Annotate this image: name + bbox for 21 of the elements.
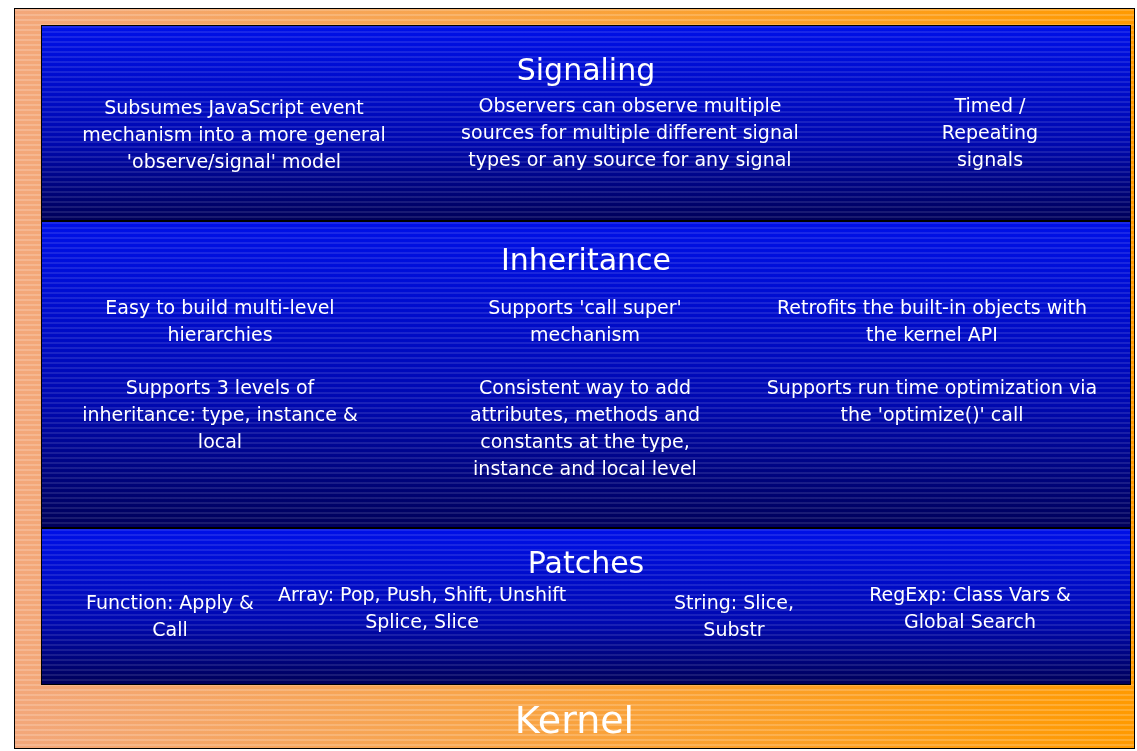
layer-heading: Patches [527, 545, 645, 581]
kernel-panel [14, 8, 1135, 749]
layer-panel [41, 528, 1131, 685]
feature-text: Supports 'call super' mechanism [487, 295, 683, 347]
panel-title: Kernel [514, 698, 635, 742]
layer-panel [41, 221, 1131, 528]
feature-text: Retrofits the built-in objects with the kernel API [775, 295, 1089, 347]
feature-text: Array: Pop, Push, Shift, Unshift Splice, Slice [276, 582, 568, 634]
feature-text: Consistent way to add attributes, methods and constants at the type, instance and local level [469, 375, 701, 481]
layer-heading: Inheritance [500, 242, 672, 278]
feature-text: RegExp: Class Vars & Global Search [868, 582, 1072, 634]
feature-text: String: Slice, Substr [673, 590, 795, 642]
feature-text: Supports run time optimization via the 'optimize()' call [765, 375, 1099, 427]
feature-text: Function: Apply & Call [85, 590, 255, 642]
layer-heading: Signaling [516, 52, 656, 88]
feature-text: Easy to build multi-level hierarchies [104, 295, 336, 347]
feature-text: Subsumes JavaScript event mechanism into a more general 'observe/signal' model [81, 95, 387, 174]
feature-text: Timed / Repeating signals [940, 93, 1040, 172]
layer-panel [41, 25, 1131, 221]
feature-text: Supports 3 levels of inheritance: type, instance & local [81, 375, 359, 454]
feature-text: Observers can observe multiple sources for multiple different signal types or any source for any signal [460, 93, 800, 172]
